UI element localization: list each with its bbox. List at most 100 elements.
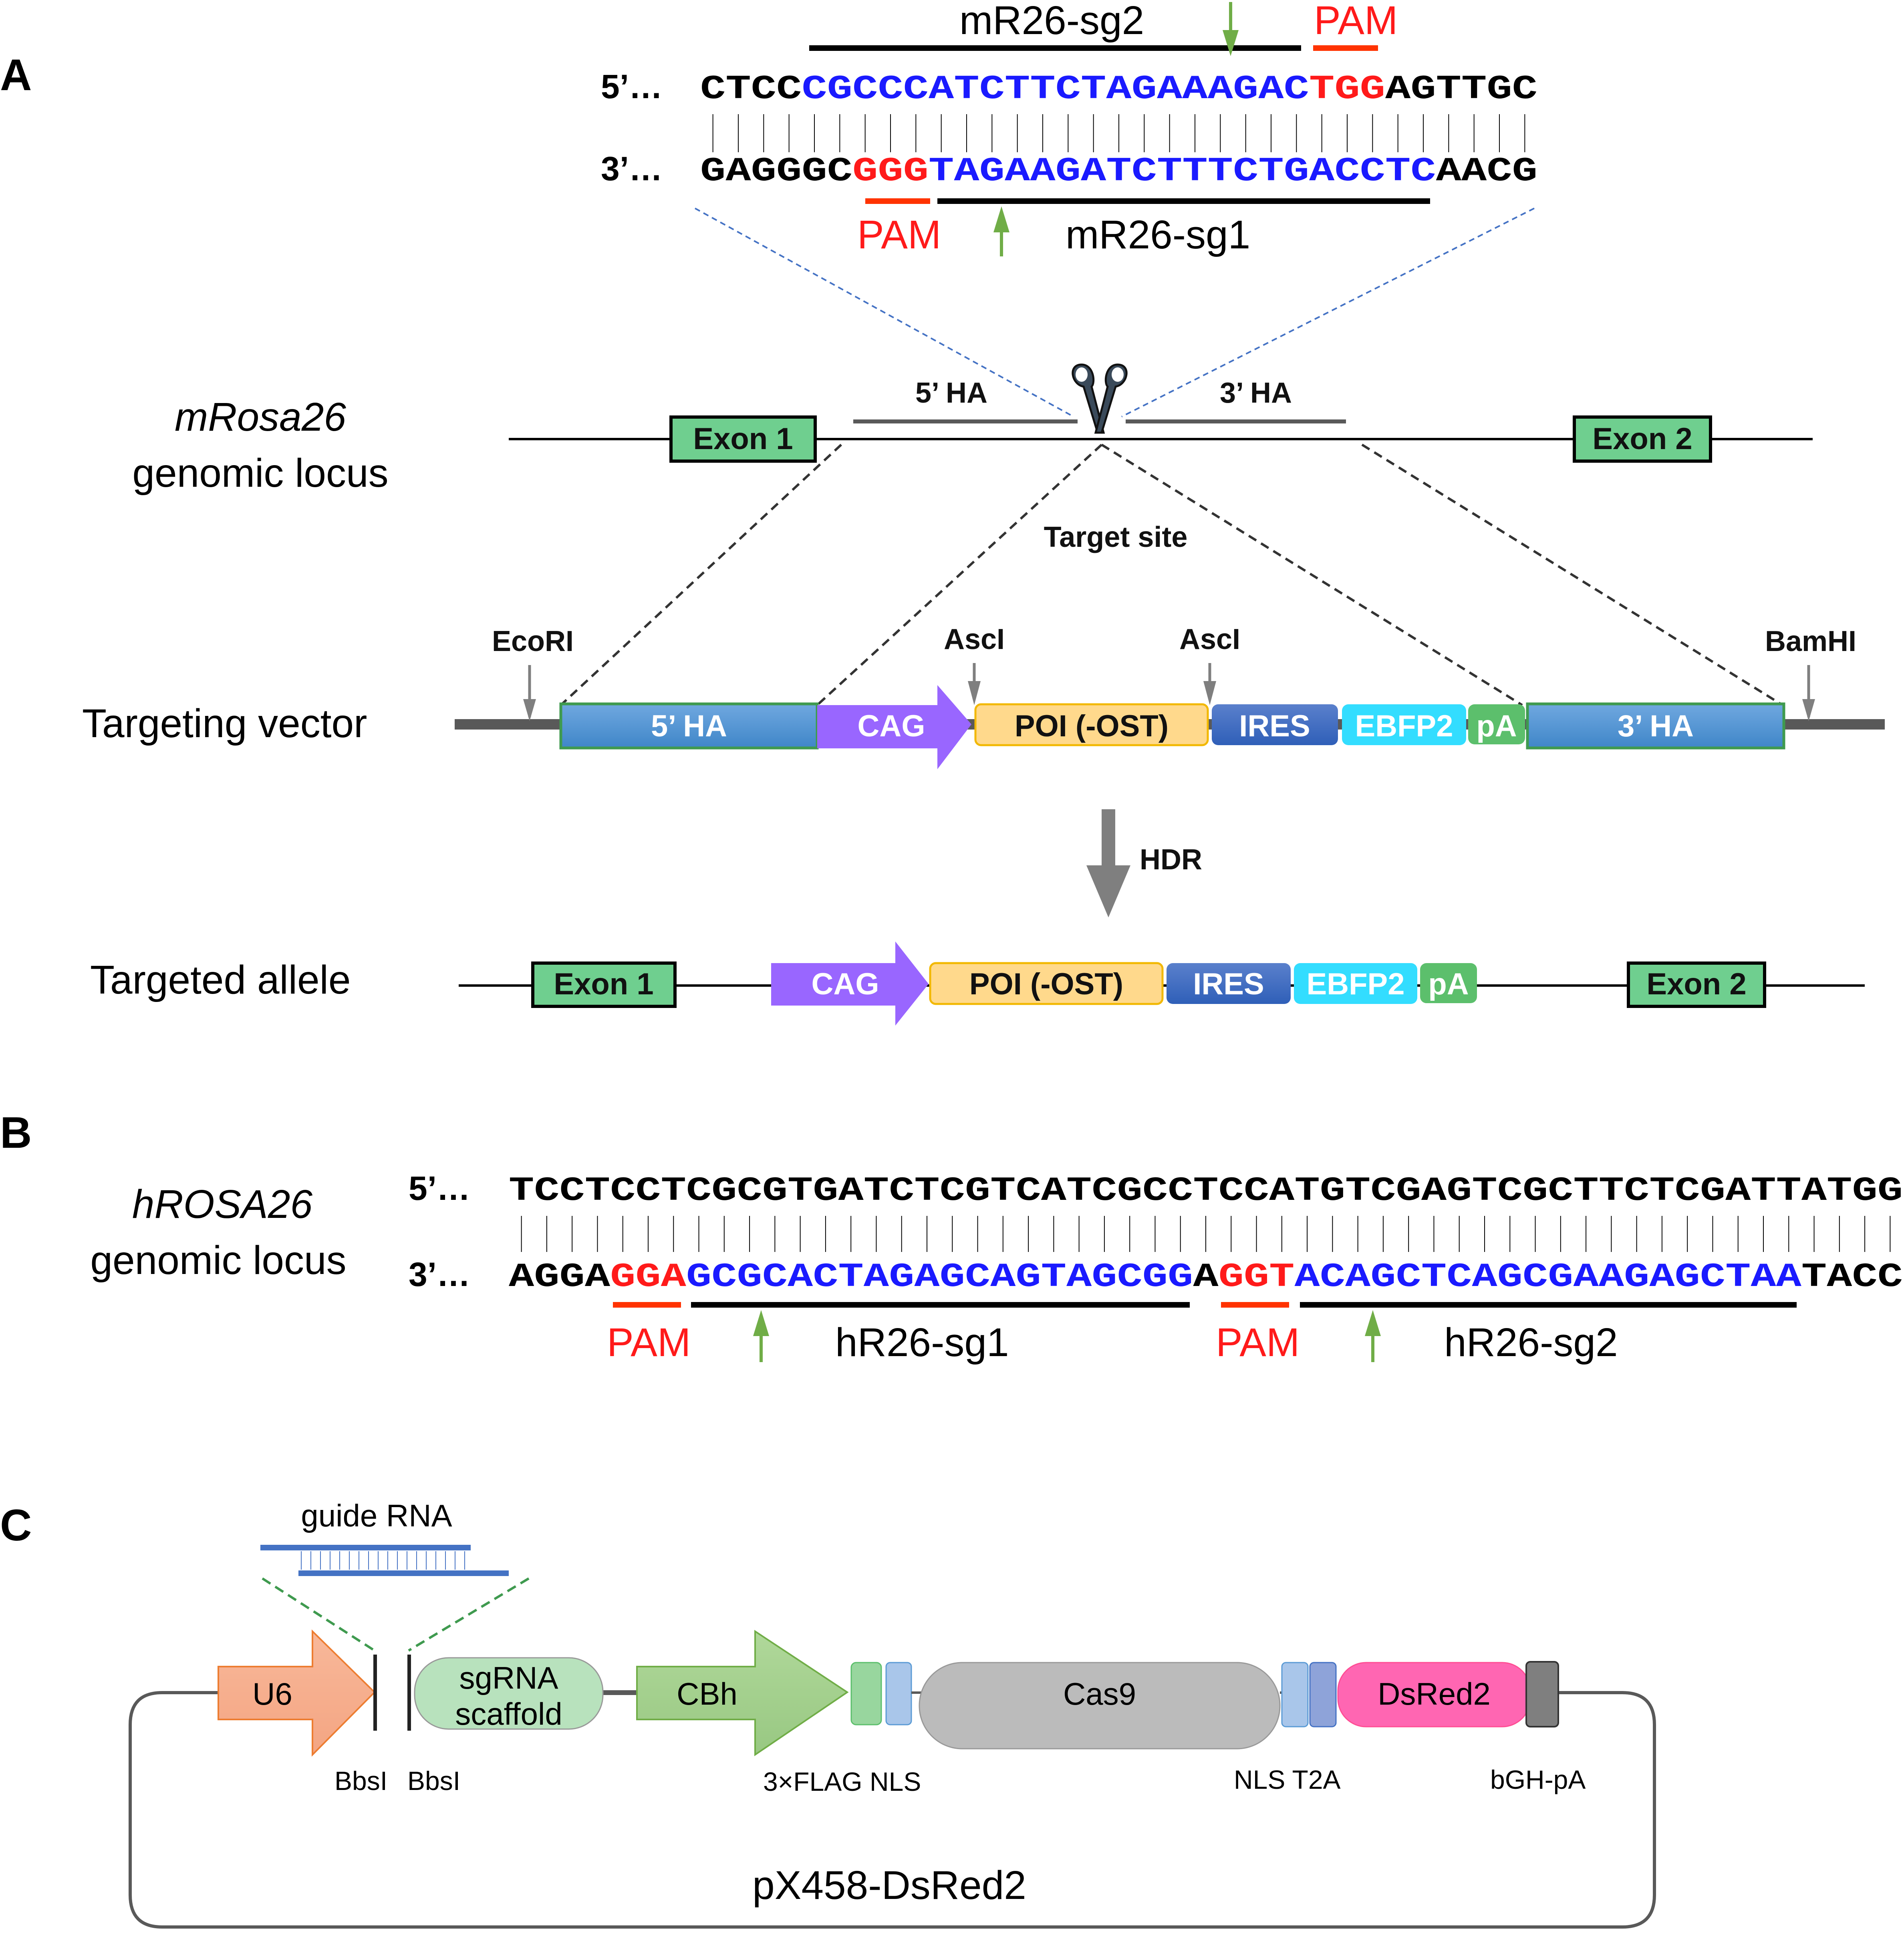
seq-protospacer: GCGCACTAGAGCAGTAGCGG [686, 1258, 1193, 1296]
u6-promoter-arrow: U6 [218, 1629, 376, 1757]
element-5-ha: 5’ HA [559, 702, 819, 750]
hdr-label: HDR [1140, 844, 1202, 876]
locus-title-subtitle: genomic locus [132, 451, 388, 496]
pam-bar-sg1 [613, 1302, 681, 1308]
guide-rna-duplex-icon [260, 1545, 509, 1576]
guide-label-mr26-sg1: mR26-sg1 [1066, 212, 1250, 257]
t2a-tag [1309, 1662, 1337, 1727]
nls-tag-2 [1281, 1662, 1309, 1727]
dsred2-label: DsRed2 [1378, 1676, 1491, 1711]
pam-label-sg2: PAM [1216, 1320, 1300, 1365]
element-cag-promoter-arrow: CAG [817, 685, 971, 769]
restriction-site-asci-1: AscI [944, 623, 1005, 705]
bgh-pa-label: bGH-pA [1490, 1765, 1586, 1794]
targeting-vector-title: Targeting vector [82, 701, 367, 746]
element-label: POI (-OST) [969, 967, 1123, 1001]
exon-2-label: Exon 2 [1646, 967, 1746, 1001]
base-pair-ticks [712, 114, 1525, 152]
allele-poi-ost: POI (-OST) [929, 962, 1164, 1005]
seq-pam: TGG [1309, 71, 1385, 109]
allele-cag-promoter-arrow: CAG [771, 941, 929, 1026]
cut-arrow-icon [753, 1310, 769, 1362]
element-ebfp2: EBFP2 [1342, 704, 1466, 745]
scissors-icon [1072, 363, 1128, 434]
bbsi-label-2: BbsI [407, 1766, 460, 1796]
strand-label-5prime: 5’… [409, 1169, 470, 1207]
element-label: pA [1428, 967, 1469, 1001]
site-label: AscI [1179, 623, 1240, 655]
allele-pa: pA [1420, 963, 1477, 1003]
guide-label-mr26-sg2: mR26-sg2 [959, 0, 1144, 43]
flag-nls-label: 3×FLAG NLS [763, 1767, 921, 1796]
site-label: AscI [944, 623, 1005, 655]
bgh-pa-element [1525, 1661, 1559, 1727]
element-label: 3’ HA [1618, 709, 1694, 743]
exon-1-label: Exon 1 [693, 422, 793, 456]
base-pair-ticks [521, 1216, 1891, 1252]
bbsi-site-2 [407, 1655, 411, 1731]
site-label: EcoRI [492, 625, 574, 657]
guide-bar-hr26-sg2 [1300, 1302, 1797, 1308]
target-site-label: Target site [1044, 521, 1188, 553]
pam-bar-top [1313, 45, 1378, 51]
seq-flank: AACG [1436, 153, 1537, 191]
guide-bar-hr26-sg1 [691, 1302, 1190, 1308]
seq-pam: GGA [610, 1258, 687, 1296]
element-label: CAG [858, 709, 925, 743]
guide-label-hr26-sg2: hR26-sg2 [1444, 1320, 1618, 1365]
seq-flank: GAGGGC [700, 153, 852, 191]
bbsi-label-1: BbsI [334, 1766, 387, 1796]
exon-1-label: Exon 1 [554, 967, 653, 1001]
cut-arrow-icon [993, 206, 1009, 256]
flag-tag [850, 1662, 882, 1725]
homology-mapping-lines [560, 443, 1783, 706]
pam-label-bottom: PAM [857, 212, 941, 257]
element-label: IRES [1193, 967, 1264, 1001]
allele-exon-2-box: Exon 2 [1627, 961, 1766, 1008]
guide-label-hr26-sg1: hR26-sg1 [835, 1320, 1009, 1365]
seq-flank: TCCTCCTCGCGTGATCTCGTCATCGCCTCCATGTCGAGTC… [509, 1172, 1903, 1210]
element-pa: pA [1468, 704, 1525, 744]
restriction-site-asci-2: AscI [1179, 623, 1240, 705]
restriction-site-bamhi: BamHI [1765, 625, 1856, 721]
seq-flank: CTCC [700, 71, 802, 109]
guide-rna-label: guide RNA [301, 1498, 452, 1533]
plasmid-name: pX458-DsRed2 [752, 1863, 1026, 1908]
top-strand-sequence: TCCTCCTCGCGTGATCTCGTCATCGCCTCCATGTCGAGTC… [509, 1172, 1903, 1210]
element-poi-ost: POI (-OST) [974, 703, 1209, 746]
allele-exon-1-box: Exon 1 [531, 961, 677, 1008]
allele-ires: IRES [1167, 963, 1291, 1004]
seq-protospacer: ACAGCTCAGCGAAGAGCTAA [1294, 1258, 1801, 1296]
seq-pam: GGT [1219, 1258, 1295, 1296]
zoom-guide-line [695, 208, 1074, 417]
element-label: 5’ HA [651, 709, 727, 743]
exon-2-label: Exon 2 [1592, 422, 1692, 456]
bbsi-site-1 [373, 1655, 377, 1731]
allele-ebfp2: EBFP2 [1294, 963, 1417, 1004]
restriction-site-ecori: EcoRI [492, 625, 574, 721]
locus-title-subtitle: genomic locus [90, 1238, 346, 1283]
element-label: EBFP2 [1355, 709, 1453, 743]
seq-flank: TACC [1801, 1258, 1903, 1296]
element-3-ha: 3’ HA [1526, 702, 1785, 750]
seq-flank: A [1193, 1258, 1219, 1296]
pam-bar-sg2 [1221, 1302, 1289, 1308]
insertion-site-lines [262, 1577, 530, 1652]
pam-label-top: PAM [1314, 0, 1398, 43]
cut-arrow-icon [1365, 1310, 1381, 1362]
seq-pam: GGG [852, 153, 929, 191]
element-label: pA [1476, 709, 1517, 743]
strand-label-5prime: 5’… [601, 68, 663, 105]
exon-2-box: Exon 2 [1573, 415, 1712, 463]
element-label: POI (-OST) [1015, 709, 1169, 743]
cbh-label: CBh [677, 1676, 737, 1711]
u6-label: U6 [252, 1676, 292, 1711]
ha5-label: 5’ HA [915, 377, 987, 409]
sgrna-scaffold: sgRNA scaffold [414, 1657, 604, 1731]
exon-1-box: Exon 1 [669, 415, 817, 463]
nls-t2a-label: NLS T2A [1234, 1765, 1341, 1794]
seq-protospacer: TAGAAGATCTTTCTGACCTC [929, 153, 1436, 191]
element-ires: IRES [1212, 704, 1338, 745]
